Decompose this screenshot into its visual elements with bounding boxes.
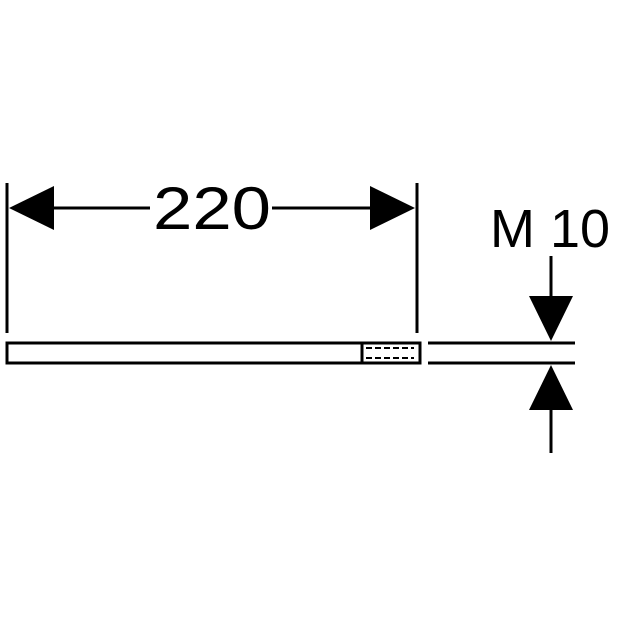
length-label: 220 bbox=[153, 175, 271, 242]
threaded-rod bbox=[5, 341, 422, 365]
length-dimension: 220 bbox=[5, 175, 419, 333]
thread-arrowhead-top bbox=[529, 296, 573, 341]
thread-dimension: M 10 bbox=[428, 199, 610, 453]
rod-body bbox=[5, 341, 422, 365]
thread-arrowhead-bottom bbox=[529, 365, 573, 410]
right-arrowhead bbox=[370, 186, 415, 230]
left-arrowhead bbox=[9, 186, 54, 230]
thread-label: M 10 bbox=[490, 199, 610, 259]
